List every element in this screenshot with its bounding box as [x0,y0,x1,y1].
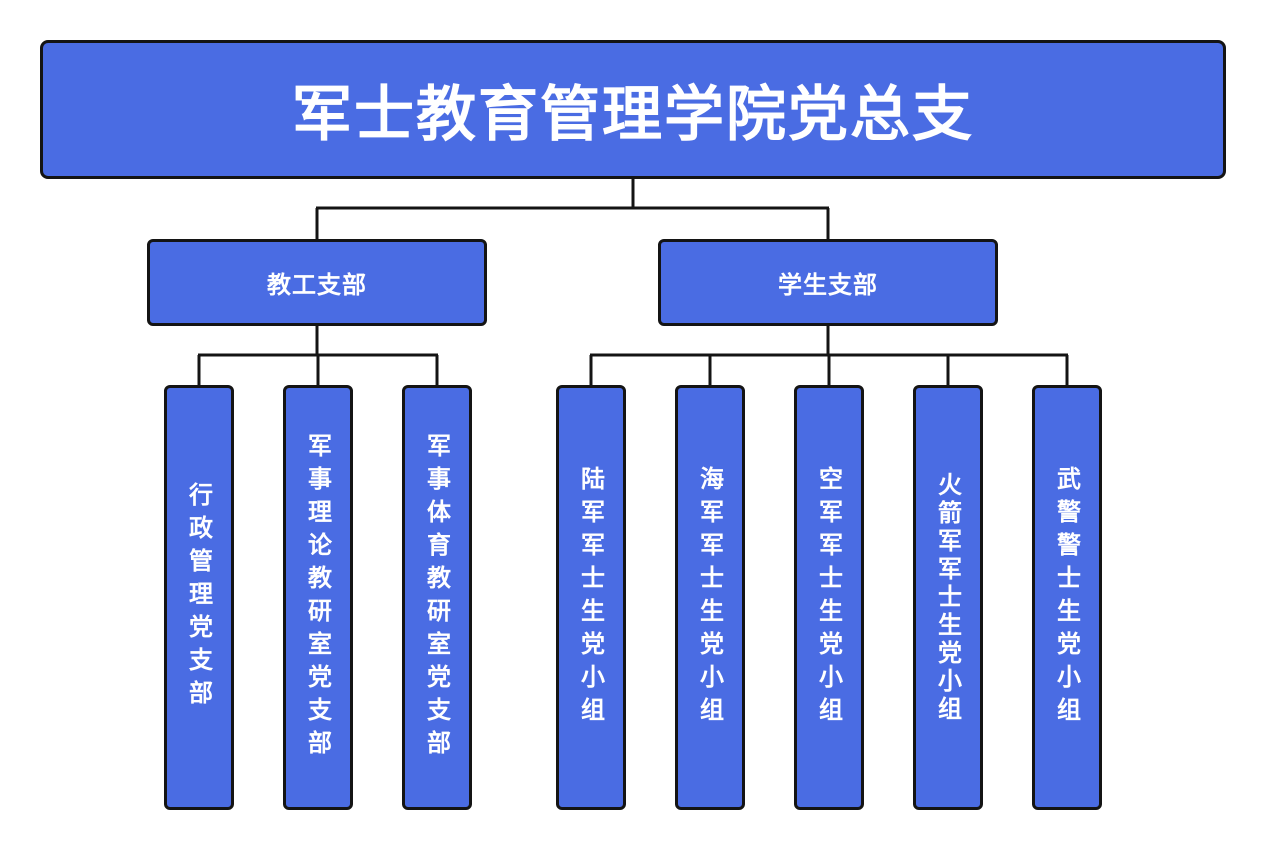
leaf-node-label: 海军军士生党小组 [695,465,725,730]
branch-node-students: 学生支部 [658,239,998,326]
leaf-node-label: 军事理论教研室党支部 [303,432,333,763]
root-node: 军士教育管理学院党总支 [40,40,1226,179]
leaf-node-label: 火箭军军士生党小组 [933,471,963,724]
leaf-node-label: 陆军军士生党小组 [576,465,606,730]
leaf-node-rocket-force-group: 火箭军军士生党小组 [913,385,983,810]
leaf-node-army-group: 陆军军士生党小组 [556,385,626,810]
branch-node-label: 学生支部 [778,270,878,299]
leaf-node-admin-branch: 行政管理党支部 [164,385,234,810]
leaf-node-label: 空军军士生党小组 [814,465,844,730]
leaf-node-label: 行政管理党支部 [184,482,214,713]
leaf-node-label: 军事体育教研室党支部 [422,432,452,763]
leaf-node-navy-group: 海军军士生党小组 [675,385,745,810]
root-node-label: 军士教育管理学院党总支 [292,80,974,150]
branch-node-faculty: 教工支部 [147,239,487,326]
branch-node-label: 教工支部 [267,270,367,299]
leaf-node-armed-police-group: 武警警士生党小组 [1032,385,1102,810]
leaf-node-military-theory-branch: 军事理论教研室党支部 [283,385,353,810]
leaf-node-military-pe-branch: 军事体育教研室党支部 [402,385,472,810]
leaf-node-label: 武警警士生党小组 [1052,465,1082,730]
leaf-node-airforce-group: 空军军士生党小组 [794,385,864,810]
